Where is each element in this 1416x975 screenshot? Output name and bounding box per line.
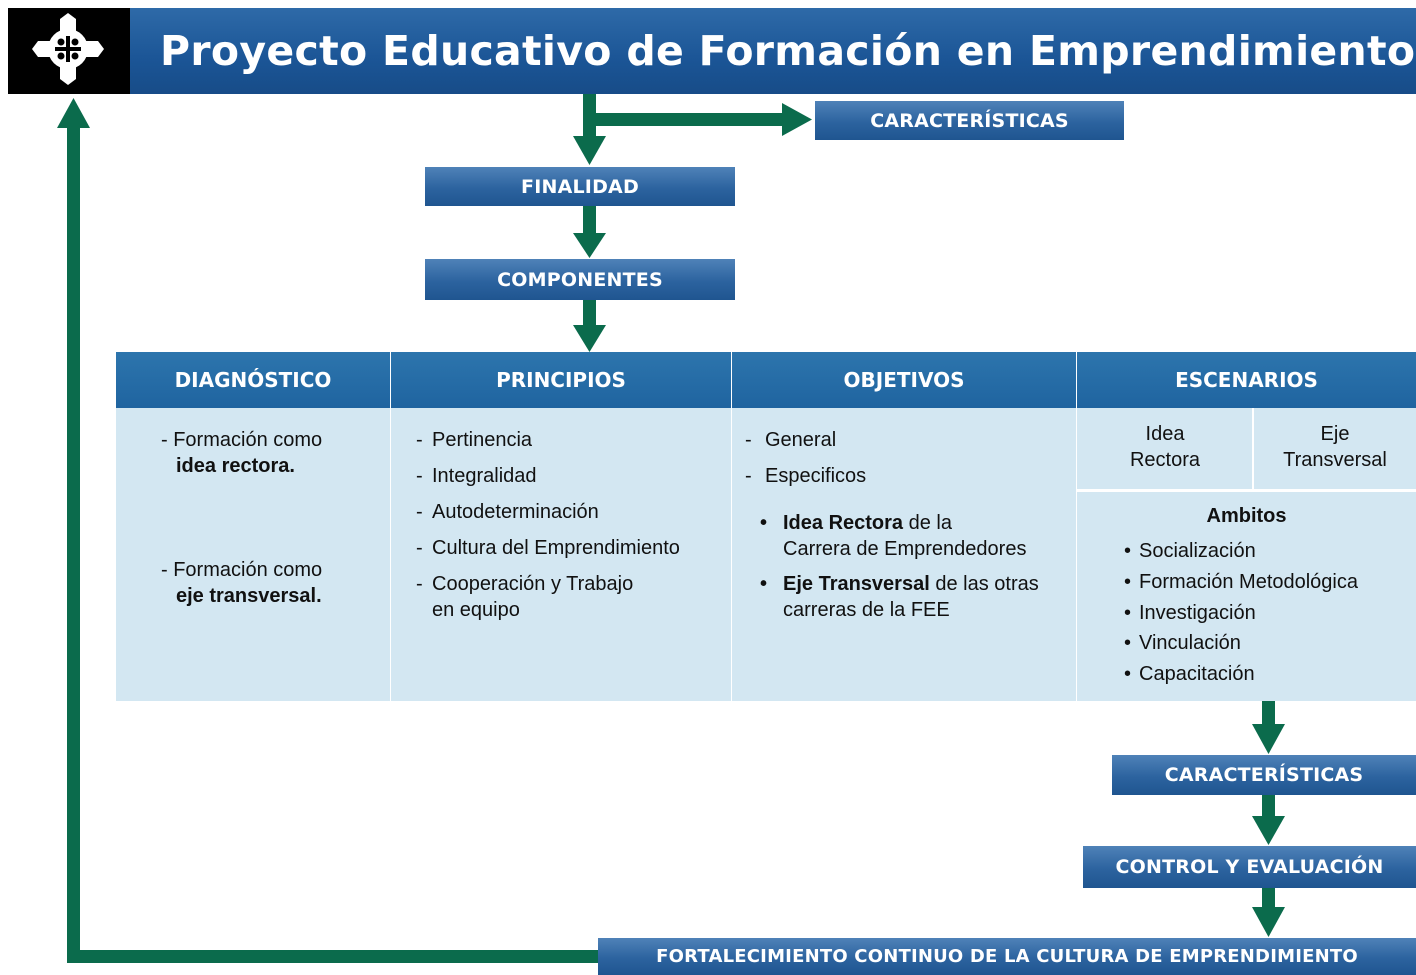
principios-dash-1: - bbox=[416, 429, 423, 451]
diagnostico-title: DIAGNÓSTICO bbox=[174, 368, 332, 392]
finalidad-label: FINALIDAD bbox=[521, 175, 639, 198]
principios-dash-3: - bbox=[416, 501, 423, 523]
escenarios-title: ESCENARIOS bbox=[1175, 368, 1318, 392]
principios-dash-5: - bbox=[416, 573, 423, 595]
diagnostico-item-1-line-2: idea rectora. bbox=[176, 455, 295, 477]
principios-header: PRINCIPIOS bbox=[391, 352, 731, 408]
objetivos-header: OBJETIVOS bbox=[732, 352, 1076, 408]
objetivos-title: OBJETIVOS bbox=[843, 368, 965, 392]
caracteristicas-bottom-label: CARACTERÍSTICAS bbox=[1164, 764, 1364, 786]
objetivos-general: General bbox=[765, 429, 837, 451]
ambitos-bullet: • bbox=[1124, 540, 1132, 562]
arrow-feedback-vertical bbox=[67, 124, 80, 963]
logo bbox=[8, 8, 130, 94]
objetivos-bullet-1-line-1: Idea Rectora de la bbox=[783, 512, 952, 534]
ambitos-item: Socialización bbox=[1139, 540, 1256, 562]
ambitos-item: Formación Metodológica bbox=[1139, 571, 1358, 593]
arrow-control-to-fortalecimiento bbox=[1262, 888, 1275, 910]
objetivos-panel bbox=[732, 408, 1076, 701]
diagnostico-item-1-line-1: - Formación como bbox=[161, 429, 323, 451]
principios-item-continuation: en equipo bbox=[432, 599, 520, 621]
ambitos-title: Ambitos bbox=[1206, 505, 1287, 527]
page-title: Proyecto Educativo de Formación en Empre… bbox=[160, 27, 1416, 75]
arrow-title-to-finalidad bbox=[583, 94, 596, 138]
principios-item: Cultura del Emprendimiento bbox=[432, 537, 680, 559]
ambitos-bullet: • bbox=[1124, 602, 1132, 624]
objetivos-bullet-2-line-2: carreras de la FEE bbox=[783, 599, 950, 621]
principios-item: Integralidad bbox=[432, 465, 537, 487]
ambitos-bullet: • bbox=[1124, 571, 1132, 593]
ambitos-item: Investigación bbox=[1139, 602, 1256, 624]
ambitos-item: Vinculación bbox=[1139, 632, 1241, 654]
arrow-caracteristicas-to-control bbox=[1262, 795, 1275, 819]
principios-dash-4: - bbox=[416, 537, 423, 559]
diagnostico-item-2-line-2: eje transversal. bbox=[176, 585, 322, 607]
arrow-componentes-to-table bbox=[583, 300, 596, 328]
fortalecimiento-label: FORTALECIMIENTO CONTINUO DE LA CULTURA D… bbox=[656, 946, 1358, 967]
escenarios-header: ESCENARIOS bbox=[1077, 352, 1416, 408]
arrow-to-caracteristicas-top bbox=[596, 113, 784, 126]
objetivos-bullet-1: • bbox=[760, 512, 768, 534]
principios-item: Cooperación y Trabajo bbox=[432, 573, 634, 595]
objetivos-bullet-2: • bbox=[760, 573, 768, 595]
caracteristicas-bottom-box: CARACTERÍSTICAS bbox=[1112, 755, 1416, 795]
diagnostico-header: DIAGNÓSTICO bbox=[116, 352, 390, 408]
caracteristicas-top-box: CARACTERÍSTICAS bbox=[815, 101, 1124, 140]
principios-item: Pertinencia bbox=[432, 429, 533, 451]
ambitos-bullet: • bbox=[1124, 663, 1132, 685]
objetivos-bullet-1-line-2: Carrera de Emprendedores bbox=[783, 538, 1027, 560]
objetivos-dash-1: - bbox=[745, 429, 752, 451]
arrow-feedback-horizontal bbox=[67, 950, 599, 963]
escenarios-panel bbox=[1077, 408, 1416, 701]
principios-title: PRINCIPIOS bbox=[496, 368, 626, 392]
title-bar: Proyecto Educativo de Formación en Empre… bbox=[130, 8, 1416, 94]
componentes-label: COMPONENTES bbox=[497, 268, 663, 291]
ambitos-item: Capacitación bbox=[1139, 663, 1255, 685]
fortalecimiento-box: FORTALECIMIENTO CONTINUO DE LA CULTURA D… bbox=[598, 938, 1416, 975]
objetivos-especificos: Especificos bbox=[765, 465, 867, 487]
escenarios-idea-line-1: Idea bbox=[1145, 423, 1185, 445]
caracteristicas-top-label: CARACTERÍSTICAS bbox=[870, 109, 1069, 132]
arrow-escenarios-to-caracteristicas bbox=[1262, 701, 1275, 727]
escenarios-eje-line-2: Transversal bbox=[1283, 449, 1387, 471]
objetivos-bullet-2-line-1: Eje Transversal de las otras bbox=[783, 573, 1039, 595]
diagnostico-panel bbox=[116, 408, 390, 701]
ambitos-bullet: • bbox=[1124, 632, 1132, 654]
escenarios-idea-line-2: Rectora bbox=[1129, 449, 1201, 471]
finalidad-box: FINALIDAD bbox=[425, 167, 735, 206]
escenarios-horizontal-divider bbox=[1077, 489, 1416, 492]
diagnostico-item-2-line-1: - Formación como bbox=[161, 559, 323, 581]
control-label: CONTROL Y EVALUACIÓN bbox=[1115, 856, 1384, 878]
escenarios-eje-line-1: Eje bbox=[1320, 423, 1350, 445]
escenarios-vertical-divider bbox=[1252, 408, 1254, 490]
principios-item: Autodeterminación bbox=[432, 501, 599, 523]
objetivos-dash-2: - bbox=[745, 465, 752, 487]
control-box: CONTROL Y EVALUACIÓN bbox=[1083, 846, 1416, 888]
principios-dash-2: - bbox=[416, 465, 423, 487]
componentes-box: COMPONENTES bbox=[425, 259, 735, 300]
cross-logo-icon bbox=[32, 13, 104, 85]
principios-panel bbox=[391, 408, 731, 701]
arrow-finalidad-to-componentes bbox=[583, 206, 596, 236]
